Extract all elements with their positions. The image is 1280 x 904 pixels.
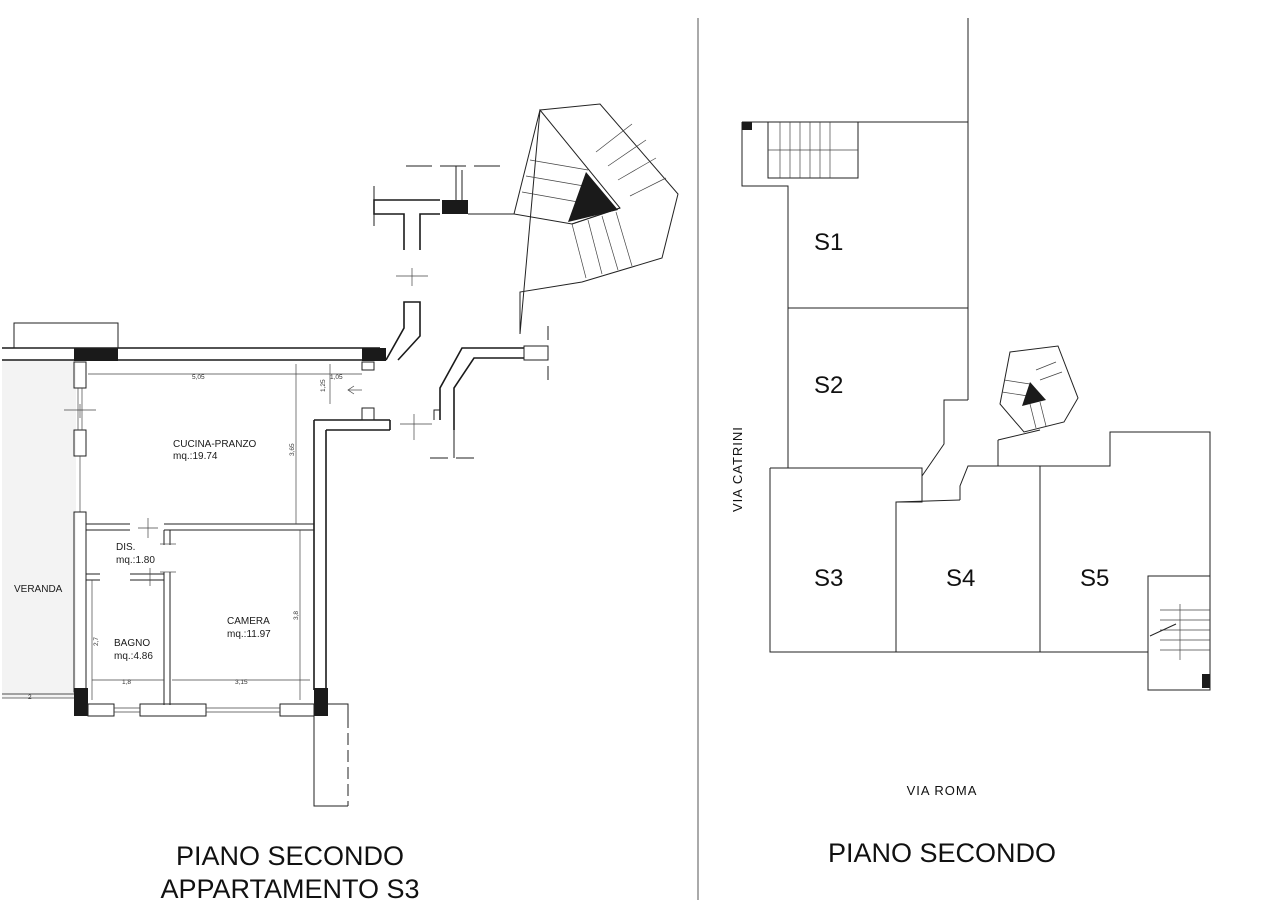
dim-27: 2,7 xyxy=(93,637,100,646)
bagno-name: BAGNO xyxy=(114,638,150,649)
unit-s2: S2 xyxy=(814,372,843,399)
dim-315: 3,15 xyxy=(235,679,248,686)
unit-s1: S1 xyxy=(814,229,843,256)
floor-overview-plan: S1 S2 S3 S4 S5 VIA CATRINI VIA ROMA PIAN… xyxy=(730,18,1211,868)
veranda-area xyxy=(2,360,76,698)
unit-s3: S3 xyxy=(814,565,843,592)
right-wall xyxy=(313,361,391,716)
camera-name: CAMERA xyxy=(227,616,270,627)
dis-name: DIS. xyxy=(116,542,135,553)
dim-2: 2 xyxy=(28,694,32,701)
dim-365: 3,65 xyxy=(289,443,296,456)
landing-walls xyxy=(373,165,549,459)
cucina-name: CUCINA-PRANZO xyxy=(173,439,257,450)
dis-area: mq.:1.80 xyxy=(116,555,155,566)
overview-stair-arrow-icon xyxy=(1022,382,1046,406)
dim-38: 3,8 xyxy=(293,611,300,620)
left-title-line2: APPARTAMENTO S3 xyxy=(160,874,419,904)
stair-tower xyxy=(513,103,679,335)
dim-505: 5,05 xyxy=(192,374,205,381)
right-title: PIANO SECONDO xyxy=(828,838,1056,868)
s1-stair xyxy=(768,122,858,178)
dim-18: 1,8 xyxy=(122,679,131,686)
unit-s5: S5 xyxy=(1080,565,1109,592)
apartment-s3-plan: CUCINA-PRANZO mq.:19.74 DIS. mq.:1.80 CA… xyxy=(2,103,679,904)
dim-125: 1,25 xyxy=(320,379,327,392)
left-wall xyxy=(73,361,88,716)
stair-arrow-icon xyxy=(568,172,618,222)
top-exterior-wall xyxy=(2,322,386,361)
street-via-catrini: VIA CATRINI xyxy=(730,426,745,512)
camera-area: mq.:11.97 xyxy=(227,629,271,640)
bottom-wall xyxy=(87,703,349,807)
street-via-roma: VIA ROMA xyxy=(907,783,978,798)
dimension-lines xyxy=(2,364,362,700)
veranda-name: VERANDA xyxy=(14,584,63,595)
s5-stair xyxy=(1149,604,1210,688)
overview-stair-tower xyxy=(999,345,1079,433)
interior-partitions xyxy=(64,404,314,705)
bagno-area: mq.:4.86 xyxy=(114,651,153,662)
unit-s4: S4 xyxy=(946,565,975,592)
cucina-area: mq.:19.74 xyxy=(173,451,218,462)
left-title-line1: PIANO SECONDO xyxy=(176,841,404,871)
dim-105: 1,05 xyxy=(330,374,343,381)
